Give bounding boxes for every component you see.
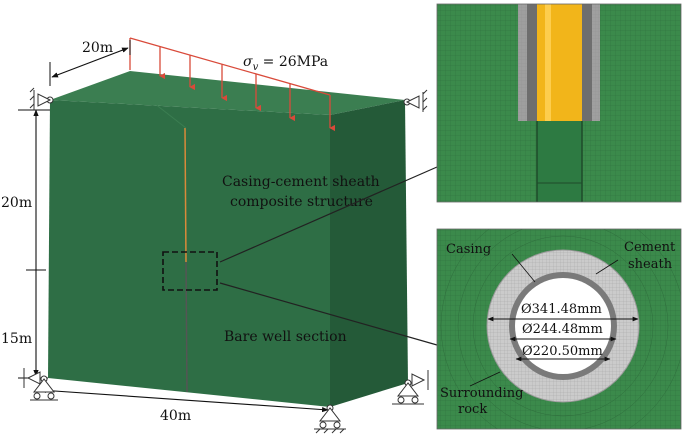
well-casing-line <box>184 127 187 263</box>
svg-text:20m: 20m <box>82 40 113 56</box>
label-rock-line2: rock <box>458 402 487 417</box>
zoom-leader-lower <box>219 282 438 346</box>
model-front-face <box>48 100 330 407</box>
load-label: σv = 26MPa <box>243 54 328 73</box>
label-d-outer: Ø341.48mm <box>521 302 602 317</box>
label-cement-line2: sheath <box>628 257 673 272</box>
dim-top-width: 20m <box>49 40 131 86</box>
label-casing: Casing <box>446 242 491 257</box>
label-d-casing: Ø244.48mm <box>522 322 603 337</box>
label-rock-line1: Surrounding <box>440 386 523 401</box>
inset-cross-section <box>437 229 681 429</box>
label-cement-line1: Cement <box>624 240 676 255</box>
dim-vertical: 20m 15m <box>1 109 50 379</box>
label-composite-line2: composite structure <box>230 194 373 210</box>
model-top-face <box>50 71 405 115</box>
zoom-box <box>162 251 218 291</box>
support-top-right <box>403 89 428 112</box>
label-composite-line1: Casing-cement sheath <box>222 174 380 190</box>
support-bottom-left <box>23 368 58 401</box>
model-side-face <box>330 100 408 407</box>
support-bottom-mid <box>314 404 346 434</box>
support-bottom-right <box>392 370 429 405</box>
label-bare-well: Bare well section <box>224 329 347 345</box>
bare-section-region <box>537 121 582 202</box>
model-block <box>48 71 408 407</box>
svg-text:40m: 40m <box>160 408 191 424</box>
svg-text:15m: 15m <box>1 331 32 347</box>
well-bare-line <box>185 261 188 393</box>
vertical-load <box>129 37 336 132</box>
inset-longitudinal <box>437 4 681 202</box>
svg-text:20m: 20m <box>1 195 32 211</box>
tubing-region <box>537 4 582 121</box>
zoom-leader-upper <box>219 166 438 263</box>
bore-hole <box>515 278 611 374</box>
dim-bottom-length: 40m <box>39 387 329 424</box>
label-d-inner: Ø220.50mm <box>522 344 603 359</box>
support-top-left <box>29 87 54 110</box>
